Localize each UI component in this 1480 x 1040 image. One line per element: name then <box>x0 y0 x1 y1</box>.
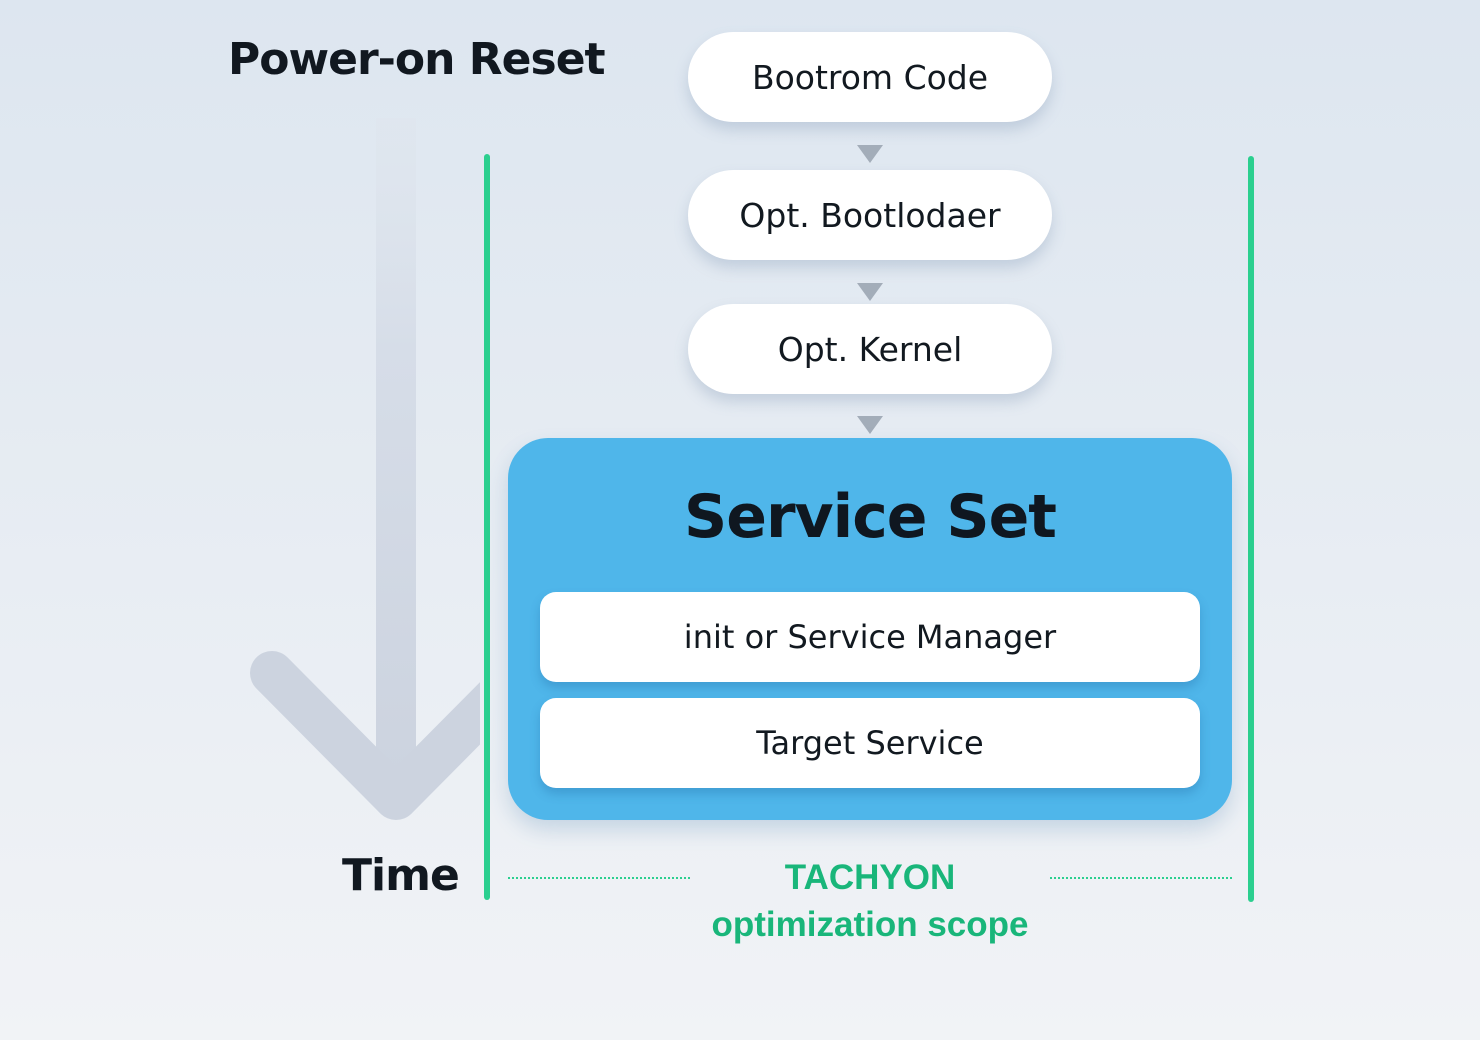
scope-caption-subtitle: optimization scope <box>711 905 1029 944</box>
down-arrow-icon <box>857 145 883 163</box>
time-arrow-icon <box>250 118 480 820</box>
scope-caption-title: TACHYON <box>784 858 956 897</box>
kernel-stage: Opt. Kernel <box>688 304 1052 394</box>
target-service-box: Target Service <box>540 698 1200 788</box>
down-arrow-icon <box>857 283 883 301</box>
service-set-title: Service Set <box>684 482 1057 552</box>
scope-right-boundary <box>1248 156 1254 902</box>
bootrom-code-stage: Bootrom Code <box>688 32 1052 122</box>
service-set-container: Service Set init or Service Manager Targ… <box>508 438 1232 820</box>
down-arrow-icon <box>857 416 883 434</box>
bootloader-stage: Opt. Bootlodaer <box>688 170 1052 260</box>
scope-left-boundary <box>484 154 490 900</box>
init-service-manager-box: init or Service Manager <box>540 592 1200 682</box>
scope-dotted-line-right <box>1050 877 1232 879</box>
scope-dotted-line-left <box>508 877 690 879</box>
power-on-reset-label: Power-on Reset <box>228 34 606 85</box>
optimization-scope-caption: TACHYON optimization scope <box>690 856 1050 950</box>
time-label: Time <box>342 850 460 901</box>
